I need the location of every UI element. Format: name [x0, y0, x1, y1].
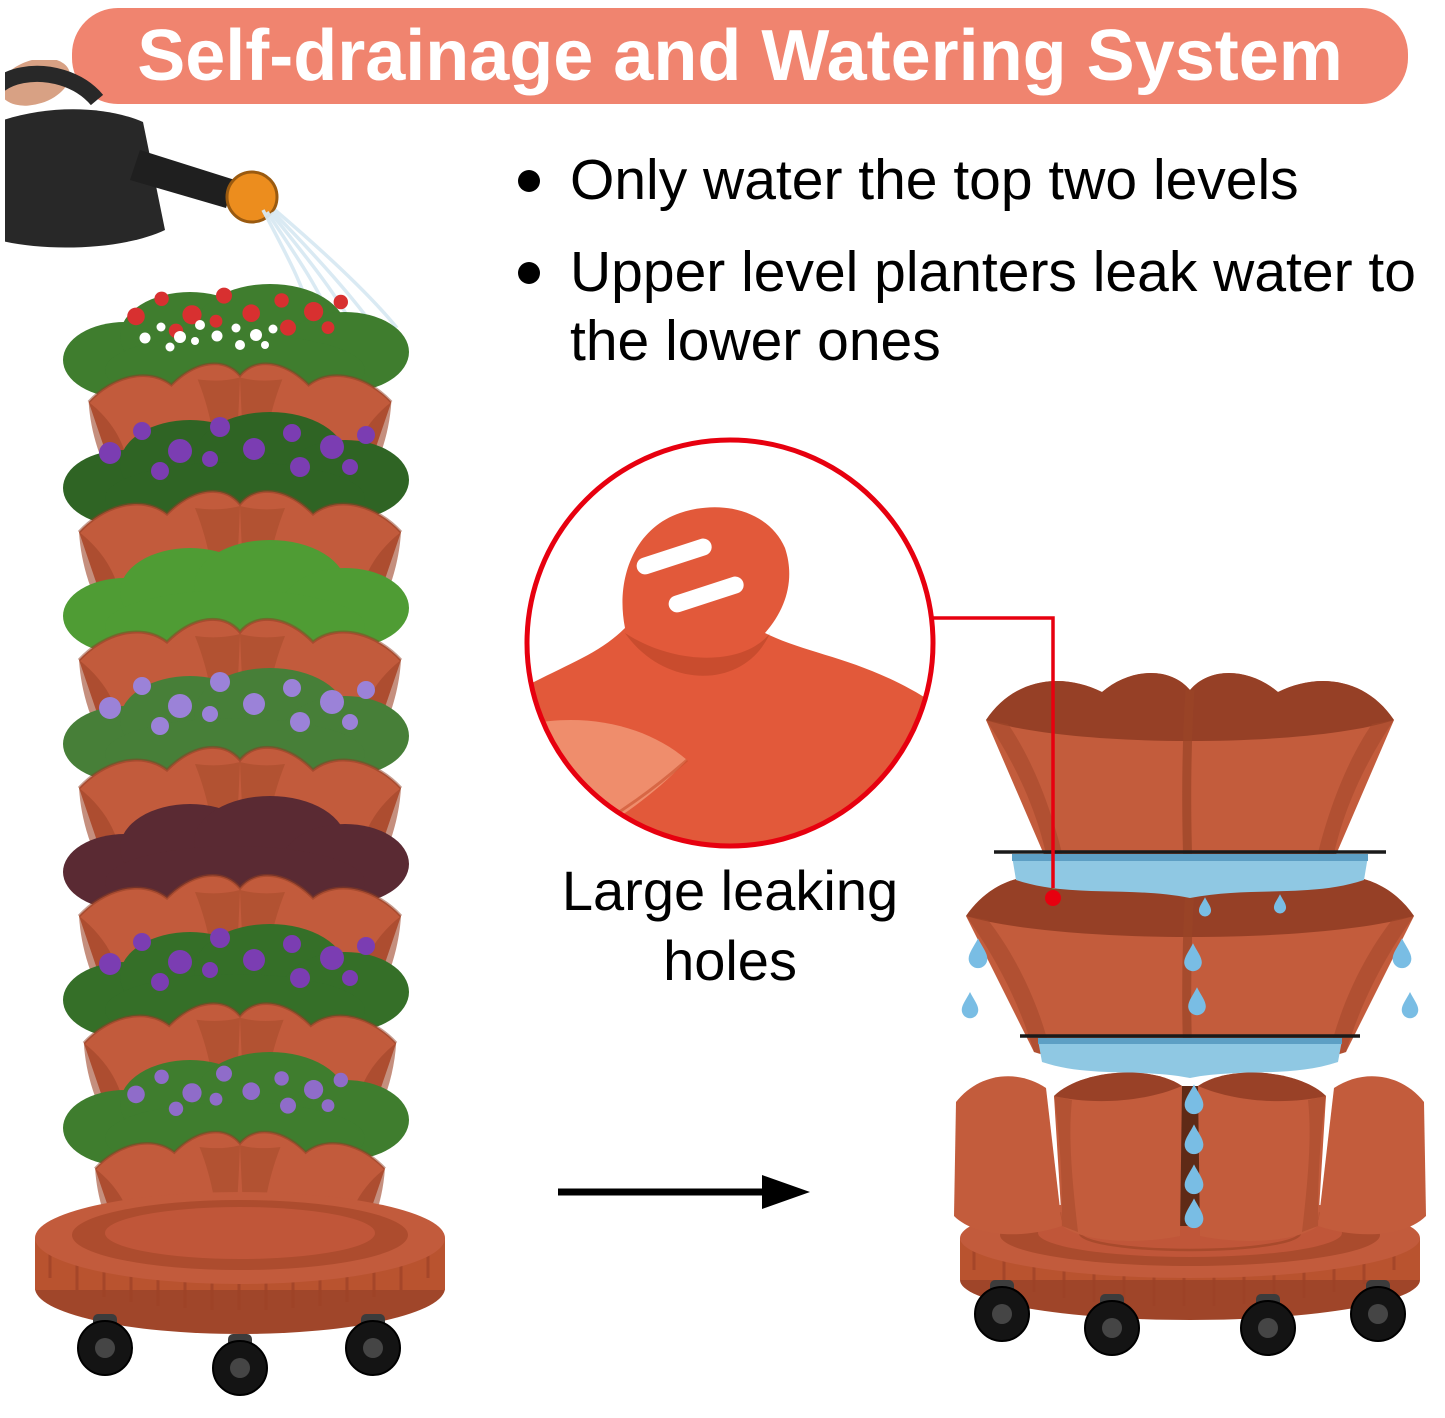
bullet-dot: [518, 170, 540, 192]
bullet-text: Upper level planters leak water to the l…: [570, 240, 1416, 373]
callout-label: Large leaking holes: [561, 859, 899, 992]
bottom-planter: [954, 1072, 1426, 1241]
zoom-callout-circle: [515, 428, 945, 858]
bullet-dot: [518, 262, 540, 285]
tower-saucer-base: [35, 1192, 445, 1334]
water-level-upper: [994, 850, 1386, 917]
drainage-slot: [636, 538, 712, 575]
leak-hole-closeup: [524, 437, 936, 849]
arrow-right-icon: [550, 1162, 820, 1222]
planter-tower-svg: [5, 60, 445, 1396]
page-title: Self-drainage and Watering System: [137, 16, 1343, 96]
feature-bullets: Only water the top two levels Upper leve…: [518, 146, 1445, 399]
three-tier-planter-svg: [954, 672, 1426, 1356]
top-planter: [986, 672, 1394, 878]
bullet-item: Upper level planters leak water to the l…: [518, 238, 1445, 375]
title-banner: Self-drainage and Watering System: [72, 8, 1408, 104]
bullet-text: Only water the top two levels: [570, 148, 1299, 212]
planter-tower-illustration: [5, 60, 475, 1405]
drainage-slot: [668, 576, 744, 613]
bullet-item: Only water the top two levels: [518, 146, 1445, 214]
can-handle: [5, 65, 104, 106]
three-tier-planter-illustration: [950, 650, 1430, 1360]
water-level-lower: [1020, 1034, 1360, 1078]
watering-can-icon: [5, 60, 399, 335]
